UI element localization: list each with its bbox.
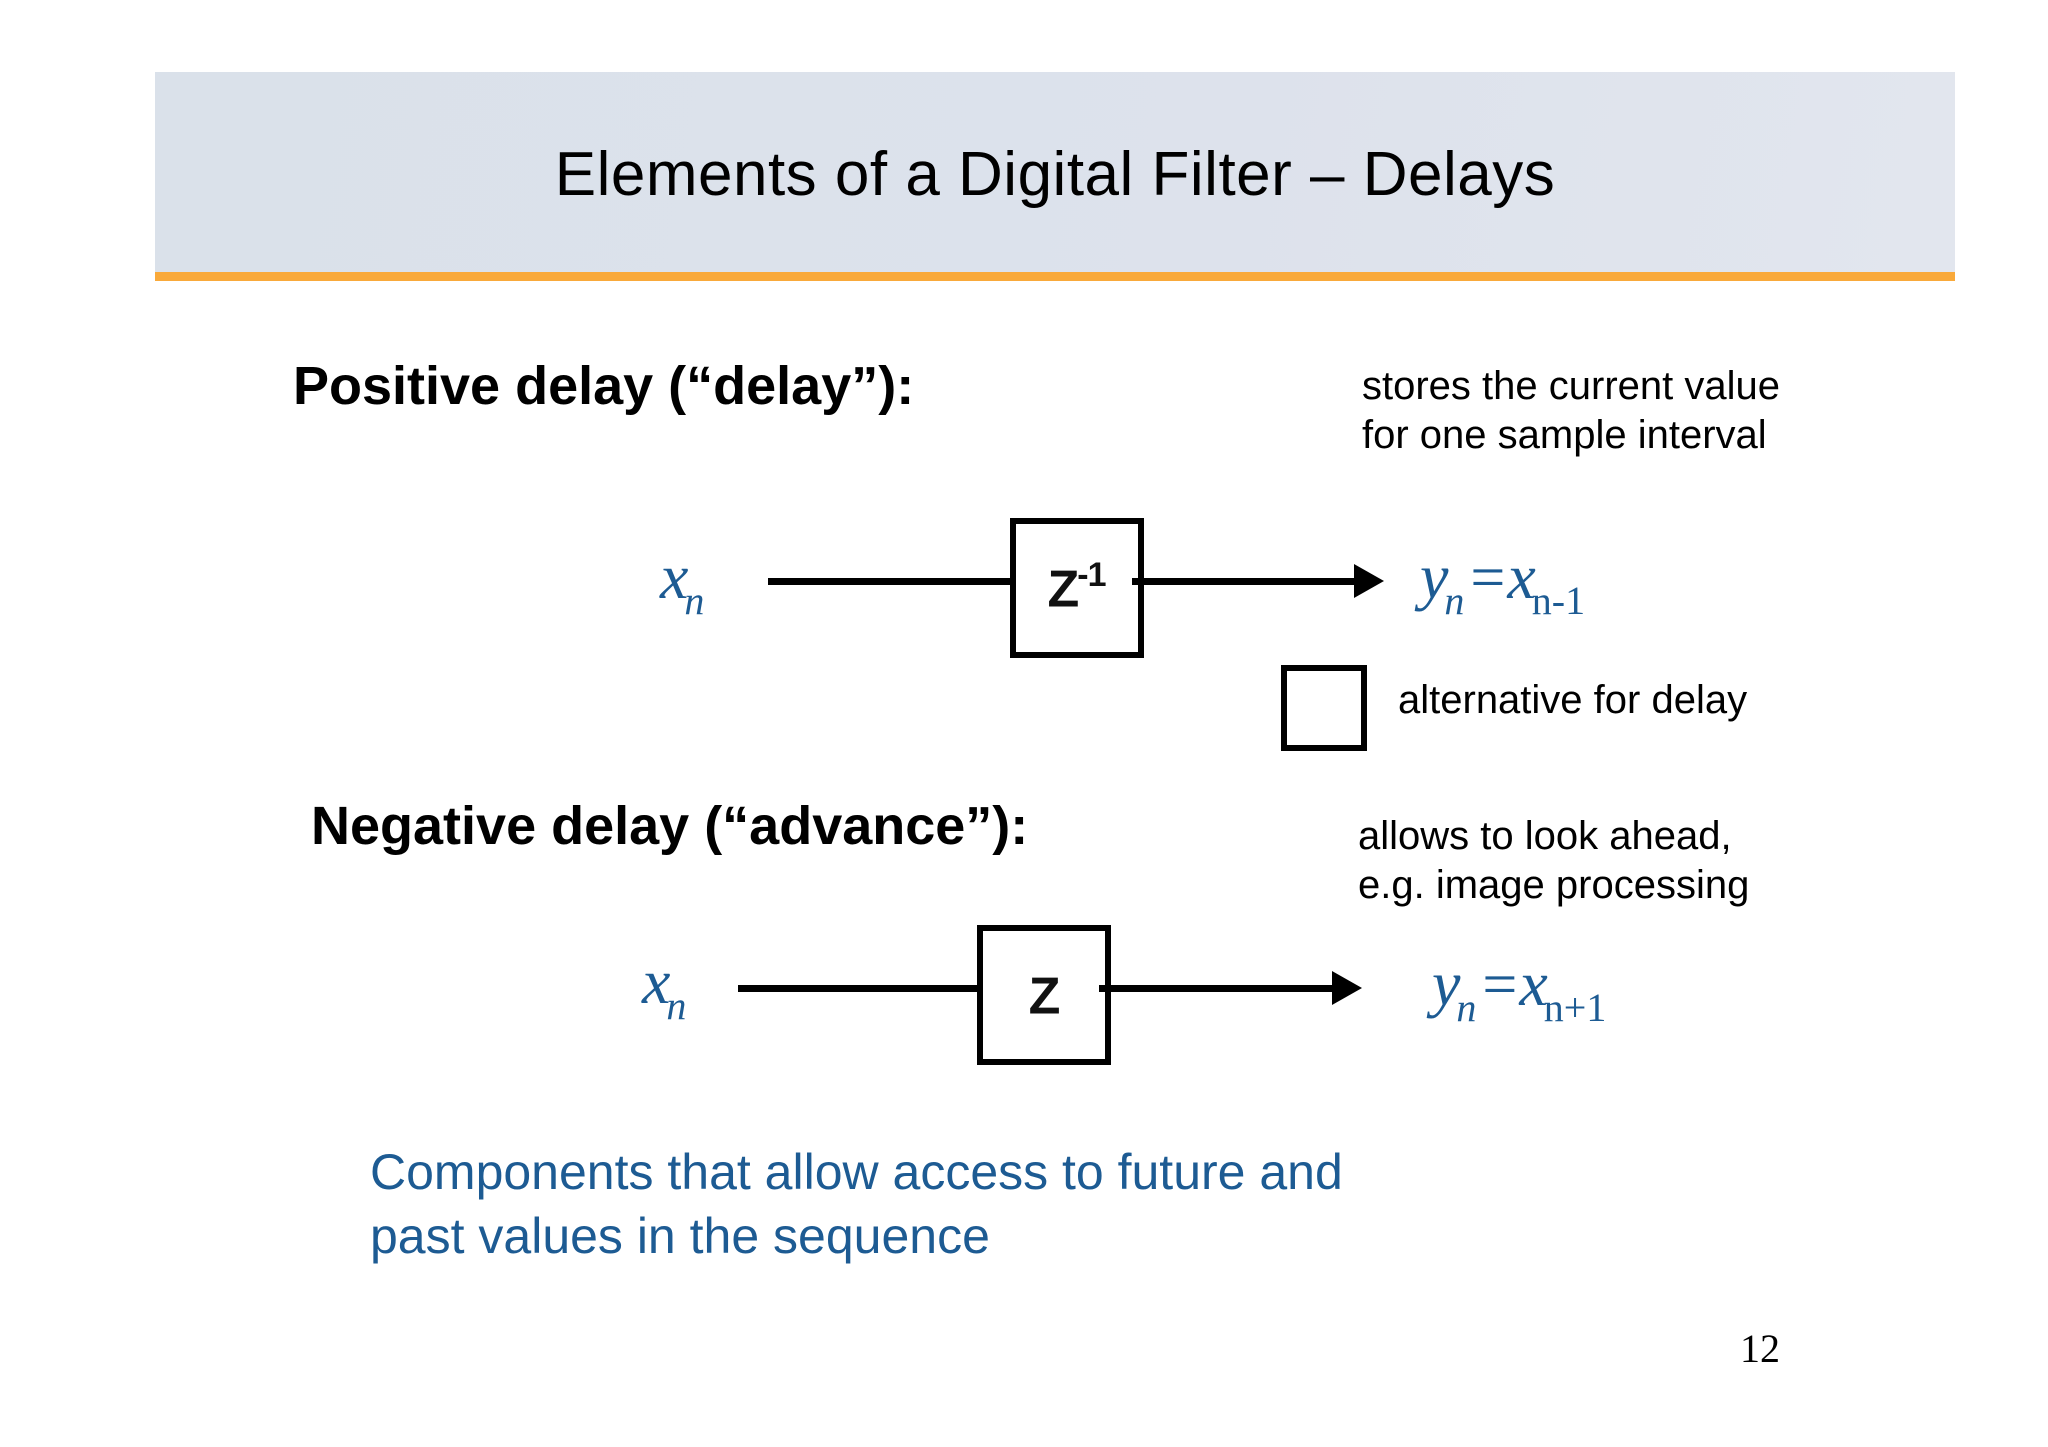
diagram1-result-var: x — [1507, 541, 1536, 612]
diagram2-input-sub: n — [666, 983, 687, 1029]
summary-text: Components that allow access to future a… — [370, 1144, 1343, 1264]
diagram1-delay-block: Z-1 — [1010, 518, 1144, 658]
note-negative-delay: allows to look ahead, e.g. image process… — [1358, 814, 1750, 907]
diagram1-input-var: x — [660, 541, 689, 612]
note-positive-delay: stores the current value for one sample … — [1362, 364, 1780, 457]
diagram1-output-label: yn=xn-1 — [1420, 544, 1589, 621]
diagram2-output-label: yn=xn+1 — [1432, 951, 1610, 1028]
alternative-delay-square-icon — [1281, 665, 1367, 751]
diagram2-output-sub: n — [1456, 985, 1477, 1031]
diagram2-result-var: x — [1519, 948, 1548, 1019]
diagram1-output-sub: n — [1444, 578, 1465, 624]
diagram2-advance-block: Z — [977, 925, 1111, 1065]
diagram1-input-label: xn — [660, 545, 708, 621]
diagram2-result-sub: n+1 — [1543, 985, 1607, 1031]
diagram1-result-sub: n-1 — [1531, 578, 1586, 624]
alternative-delay-label: alternative for delay — [1398, 678, 1748, 722]
diagram1-output-wire — [1132, 578, 1362, 585]
diagram1-output-var: y — [1420, 541, 1449, 612]
diagram1-arrow-head-icon — [1354, 564, 1384, 598]
diagram2-input-wire — [738, 985, 984, 992]
diagram1-input-sub: n — [684, 578, 705, 624]
page-title: Elements of a Digital Filter – Delays — [554, 139, 1556, 209]
diagram2-input-label: xn — [642, 950, 690, 1026]
diagram2-arrow-head-icon — [1332, 971, 1362, 1005]
diagram1-input-wire — [768, 578, 1018, 585]
diagram2-output-var: y — [1432, 948, 1461, 1019]
section-heading-negative-delay: Negative delay (“advance”): — [311, 796, 1029, 856]
slide-title-band: Elements of a Digital Filter – Delays — [155, 72, 1955, 272]
page-number: 12 — [1740, 1326, 1780, 1371]
diagram2-advance-block-label: Z — [1028, 967, 1061, 1026]
diagram2-equals: = — [1482, 951, 1518, 1019]
title-accent-rule — [155, 272, 1955, 281]
diagram1-delay-block-label: Z-1 — [1047, 556, 1107, 619]
section-heading-positive-delay: Positive delay (“delay”): — [293, 356, 915, 416]
diagram1-equals: = — [1470, 544, 1506, 612]
diagram2-output-wire — [1099, 985, 1340, 992]
diagram2-input-var: x — [642, 946, 671, 1017]
